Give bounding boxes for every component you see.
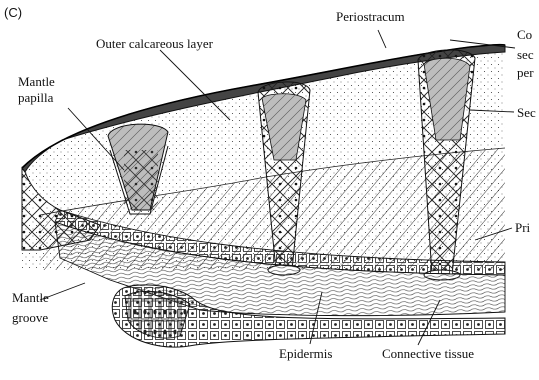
label-mantle-papilla-line2: papilla xyxy=(18,90,54,105)
label-cut-1-line1: Co xyxy=(517,27,532,42)
label-outer-calcareous-layer: Outer calcareous layer xyxy=(96,36,214,51)
label-mantle-papilla-line1: Mantle xyxy=(18,74,55,89)
label-periostracum: Periostracum xyxy=(336,9,405,24)
label-cut-1-line3: per xyxy=(517,65,534,80)
label-cut-3: Pri xyxy=(515,220,531,235)
label-mantle-groove-line1: Mantle xyxy=(12,290,49,305)
label-epidermis: Epidermis xyxy=(279,346,332,361)
label-connective-tissue: Connective tissue xyxy=(382,346,474,361)
panel-letter: (C) xyxy=(4,5,22,20)
label-mantle-groove-line2: groove xyxy=(12,310,48,325)
label-cut-1-line2: sec xyxy=(517,47,534,62)
label-cut-2: Sec xyxy=(517,105,536,120)
